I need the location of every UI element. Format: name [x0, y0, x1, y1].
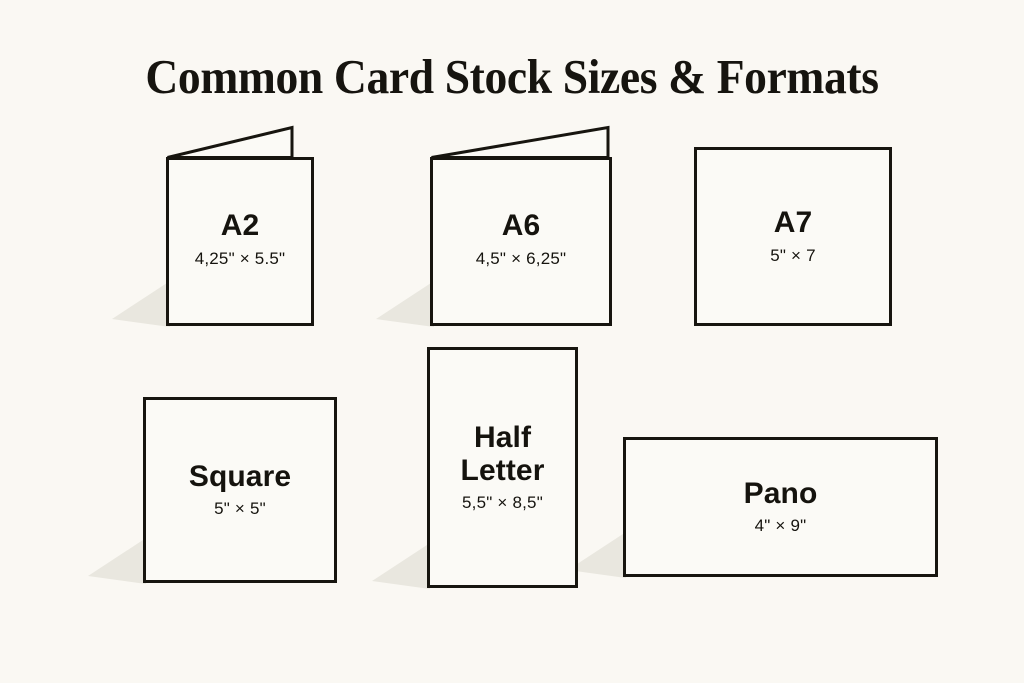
card-a6-text: A6 4,5" × 6,25": [475, 209, 567, 268]
card-pano-name: Pano: [743, 476, 818, 510]
card-half-letter[interactable]: Half Letter 5,5" × 8,5": [427, 347, 578, 588]
card-half-letter-text: Half Letter 5,5" × 8,5": [460, 421, 545, 513]
card-shadow-half-letter: [372, 543, 430, 589]
card-shadow-a2: [112, 281, 170, 327]
card-a2[interactable]: A2 4,25" × 5.5": [166, 157, 314, 326]
card-square[interactable]: Square 5" × 5": [143, 397, 337, 583]
card-a7-dimensions: 5" × 7: [770, 245, 816, 265]
card-square-dimensions: 5" × 5": [214, 499, 266, 519]
card-a7[interactable]: A7 5" × 7: [694, 147, 892, 326]
card-square-text: Square 5" × 5": [188, 459, 292, 519]
card-a7-name: A7: [773, 206, 813, 240]
card-a6[interactable]: A6 4,5" × 6,25": [430, 157, 612, 326]
card-a6-name: A6: [501, 209, 541, 243]
card-pano[interactable]: Pano 4" × 9": [623, 437, 938, 577]
card-half-letter-name: Half Letter: [460, 421, 545, 487]
card-fold-flap-a6: [430, 125, 612, 159]
page-title: Common Card Stock Sizes & Formats: [145, 49, 879, 104]
card-pano-dimensions: 4" × 9": [754, 516, 807, 536]
card-square-name: Square: [188, 459, 292, 493]
card-a2-name: A2: [220, 209, 260, 243]
card-a2-dimensions: 4,25" × 5.5": [194, 248, 286, 268]
card-shadow-a6: [376, 281, 434, 327]
card-shadow-square: [88, 538, 146, 584]
card-a6-dimensions: 4,5" × 6,25": [475, 248, 567, 268]
card-a7-text: A7 5" × 7: [770, 206, 816, 265]
card-a2-text: A2 4,25" × 5.5": [194, 209, 286, 268]
card-fold-flap-a2: [166, 125, 314, 159]
card-pano-text: Pano 4" × 9": [743, 476, 818, 536]
card-half-letter-dimensions: 5,5" × 8,5": [462, 492, 543, 512]
